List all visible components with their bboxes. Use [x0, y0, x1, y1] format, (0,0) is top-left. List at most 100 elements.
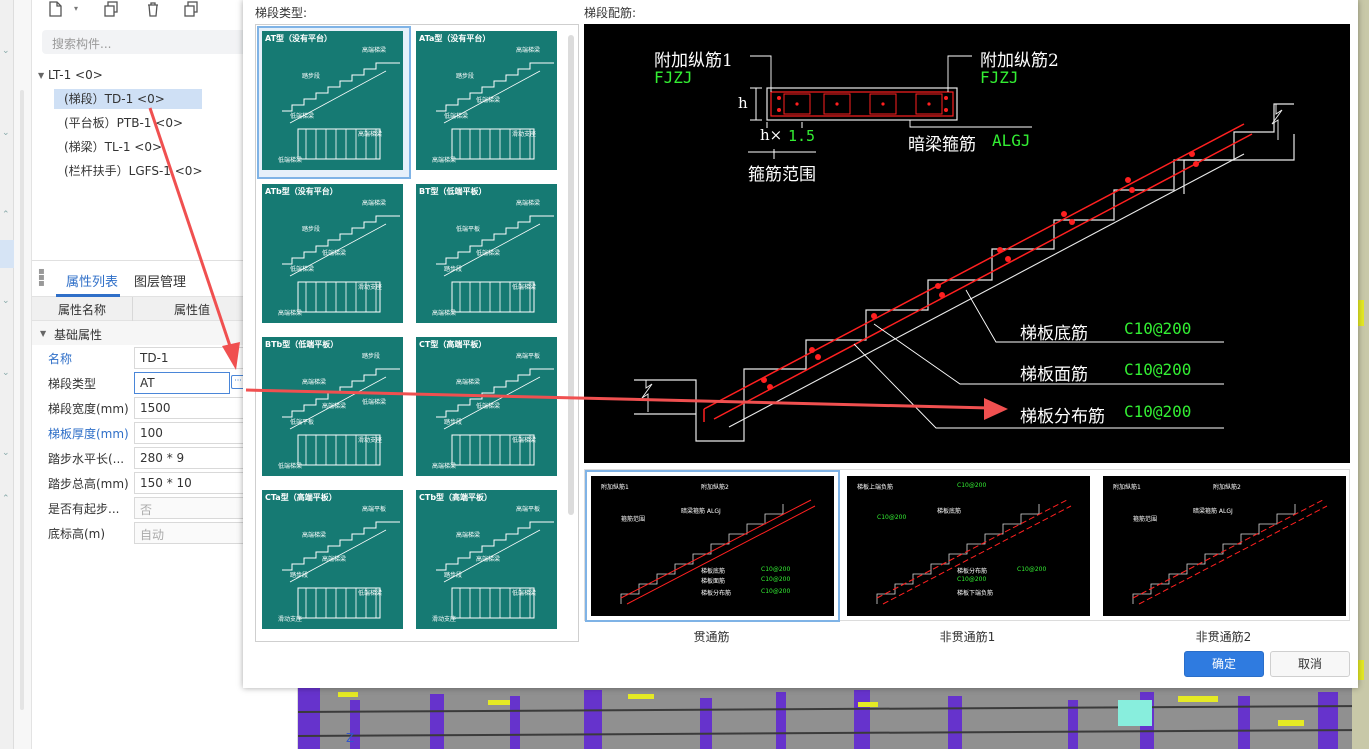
chevron-down-icon[interactable]: ⌄ [2, 128, 10, 138]
property-name: 是否有起步... [48, 502, 120, 516]
stair-type-option[interactable]: ATb型（没有平台）高端梯梁踏步段低端梯梁滑动支座高端梯梁低端梯梁 [258, 180, 410, 331]
stair-type-input[interactable]: AT [134, 372, 230, 394]
stair-type-option[interactable]: CTb型（高端平板）高端平板高端梯梁踏步段低端梯梁滑动支座高端梯梁 [412, 486, 564, 637]
stair-diagram-label: 高端梯梁 [302, 379, 327, 386]
drag-grip-icon[interactable]: ▪▪▪ [38, 266, 45, 289]
new-dropdown-arrow[interactable]: ▾ [74, 4, 79, 13]
property-value-input[interactable]: 150 * 10 [134, 472, 254, 494]
rebar-diagram-label: 梯板底筋 [937, 508, 962, 515]
rebar-diagram-label: C10@200 [877, 514, 907, 521]
type-list-scrollbar[interactable] [568, 35, 574, 515]
stair-rebar-label: 梯段配筋: [584, 6, 637, 20]
text-fjzj2: 附加纵筋2 [980, 51, 1059, 71]
stair-type-thumbnail: ATb型（没有平台）高端梯梁踏步段低端梯梁滑动支座高端梯梁低端梯梁 [262, 184, 403, 323]
rebar-diagram-label: C10@200 [761, 576, 791, 583]
stair-diagram-label: 高端梯梁 [432, 157, 457, 164]
cancel-button[interactable]: 取消 [1270, 651, 1350, 677]
property-name: 底标高(m) [48, 527, 106, 541]
stair-type-option[interactable]: CTa型（高端平板）高端平板高端梯梁踏步段低端梯梁滑动支座高端梯梁 [258, 486, 410, 637]
rebar-diagram-label: 梯板下端负筋 [957, 590, 994, 597]
property-row-bottom-elevation[interactable]: 底标高(m) 自动 [32, 521, 298, 546]
stair-diagram-label: 滑动支座 [512, 131, 537, 138]
chevron-down-icon[interactable]: ⌄ [2, 296, 10, 306]
stair-diagram-label: 踏步段 [444, 419, 463, 426]
active-tab-indicator [56, 294, 120, 297]
panel-gutter [14, 0, 32, 749]
copy-layer-button[interactable] [182, 0, 206, 20]
stair-type-option[interactable]: CT型（高端平板）高端平板高端梯梁踏步段低端梯梁高端梯梁低端梯梁 [412, 333, 564, 484]
rebar-diagram-label: C10@200 [1017, 566, 1047, 573]
text-h-factor: 1.5 [788, 127, 816, 145]
tree-item-td[interactable]: (梯段）TD-1 <0> [54, 89, 202, 109]
property-value-input[interactable]: 280 * 9 [134, 447, 254, 469]
property-row-thickness[interactable]: 梯板厚度(mm) 100 [32, 421, 298, 446]
stair-type-thumbnail: BT型（低端平板）高端梯梁低端平板踏步段低端梯梁高端梯梁低端梯梁 [416, 184, 557, 323]
delete-button[interactable] [144, 0, 168, 20]
column-divider [132, 297, 133, 321]
copy-button[interactable] [102, 0, 126, 20]
property-row-start-step[interactable]: 是否有起步... 否 [32, 496, 298, 521]
stair-diagram-label: 踏步段 [456, 73, 475, 80]
tree-item-tl[interactable]: (梯梁）TL-1 <0> [64, 140, 163, 154]
stair-type-option[interactable]: AT型（没有平台）高端梯梁踏步段低端梯梁高端梯梁低端梯梁 [257, 26, 411, 179]
stair-diagram [282, 62, 400, 160]
rebar-diagram-label: 梯板上端负筋 [857, 484, 894, 491]
stair-type-thumbnail: BTb型（低端平板）踏步段高端梯梁低端平板滑动支座低端梯梁高端梯梁低端梯梁 [262, 337, 403, 476]
chevron-down-icon[interactable]: ⌄ [2, 46, 10, 56]
tab-layer-management[interactable]: 图层管理 [134, 275, 187, 290]
stair-type-option[interactable]: BT型（低端平板）高端梯梁低端平板踏步段低端梯梁高端梯梁低端梯梁 [412, 180, 564, 331]
property-value-input[interactable]: 1500 [134, 397, 254, 419]
chevron-up-icon[interactable]: ⌃ [2, 494, 10, 504]
stair-type-option[interactable]: ATa型（没有平台）高端梯梁踏步段低端梯梁滑动支座高端梯梁低端梯梁 [412, 27, 564, 178]
rebar-option-diagram [620, 499, 816, 605]
ok-button[interactable]: 确定 [1184, 651, 1264, 677]
group-collapse-icon[interactable]: ▼ [40, 329, 47, 338]
tree-item-lgfs[interactable]: (栏杆扶手）LGFS-1 <0> [64, 164, 203, 178]
copy-layer-icon [184, 1, 198, 17]
chevron-down-icon[interactable]: ⌄ [2, 448, 10, 458]
tree-root[interactable]: LT-1 <0> [48, 68, 103, 82]
chevron-up-icon[interactable]: ⌃ [2, 210, 10, 220]
rebar-option-diagram [876, 499, 1072, 605]
stair-diagram-label: 高端梯梁 [456, 532, 481, 539]
rebar-diagram-label: 箍筋范围 [1133, 516, 1158, 523]
stair-diagram [282, 521, 400, 619]
stair-type-title: AT型（没有平台） [265, 34, 333, 43]
chevron-down-icon[interactable]: ⌄ [2, 368, 10, 378]
property-value-input[interactable]: 100 [134, 422, 254, 444]
property-value-input[interactable]: 自动 [134, 522, 254, 544]
stair-type-option[interactable]: BTb型（低端平板）踏步段高端梯梁低端平板滑动支座低端梯梁高端梯梁低端梯梁 [258, 333, 410, 484]
tree-item-ptb[interactable]: (平台板）PTB-1 <0> [64, 116, 184, 130]
text-fjzj1-code: FJZJ [654, 68, 693, 87]
rebar-diagram-label: 附加纵筋2 [1213, 484, 1241, 491]
stair-diagram-label: 低端梯梁 [278, 157, 303, 164]
property-value-input[interactable]: 否 [134, 497, 254, 519]
tab-property-list[interactable]: 属性列表 [66, 275, 119, 290]
rebar-diagram-label: 附加纵筋1 [1113, 484, 1141, 491]
new-component-button[interactable] [46, 0, 70, 20]
rebar-caption-0: 贯通筋 [693, 630, 730, 644]
text-stirrup-range: 箍筋范围 [748, 165, 816, 185]
group-label: 基础属性 [54, 328, 103, 342]
stair-diagram-label: 高端梯梁 [362, 200, 387, 207]
stair-diagram [436, 215, 554, 313]
property-row-step-length[interactable]: 踏步水平长(... 280 * 9 [32, 446, 298, 471]
tree-collapse-icon[interactable]: ▼ [38, 71, 45, 80]
rebar-diagram-label: C10@200 [957, 482, 987, 489]
stair-type-title: CT型（高端平板） [419, 340, 487, 349]
text-dist-val: C10@200 [1124, 402, 1192, 421]
property-value-input[interactable]: TD-1 [134, 347, 254, 369]
stair-diagram-label: 滑动支座 [358, 437, 383, 444]
vertical-scrollbar[interactable] [20, 90, 24, 710]
rebar-diagram-label: 梯板面筋 [701, 578, 726, 585]
property-name: 踏步水平长(... [48, 452, 125, 466]
stair-diagram-label: 低端梯梁 [358, 590, 383, 597]
property-row-type[interactable]: 梯段类型 AT ··· [32, 371, 298, 396]
property-row-step-height[interactable]: 踏步总高(mm) 150 * 10 [32, 471, 298, 496]
rebar-diagram-label: 梯板分布筋 [701, 590, 732, 597]
rebar-diagram-label: 梯板底筋 [701, 568, 726, 575]
